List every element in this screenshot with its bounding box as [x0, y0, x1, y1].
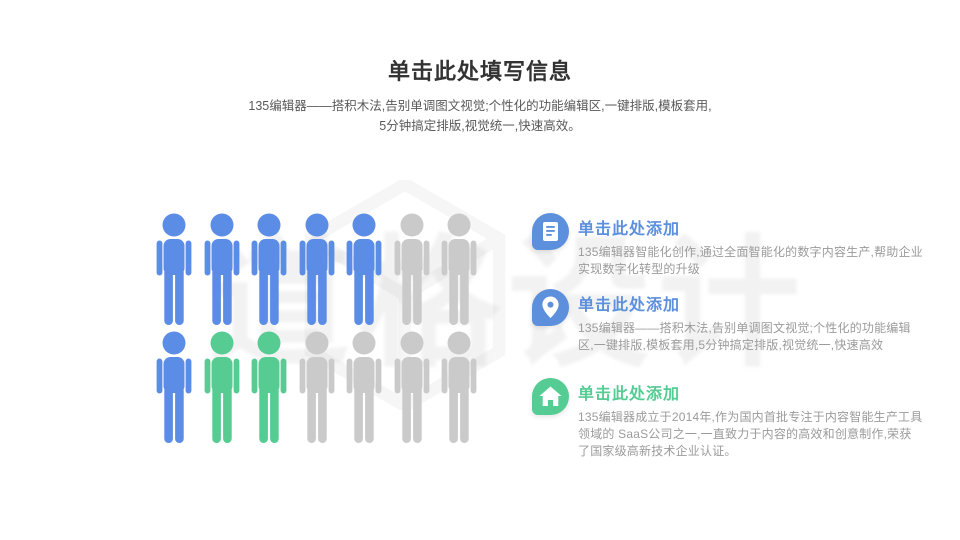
person-icon	[394, 213, 429, 325]
section-title[interactable]: 单击此处添加	[578, 386, 681, 403]
location-pin-icon	[532, 289, 569, 326]
person-icon	[441, 213, 477, 325]
section-body[interactable]: 135编辑器成立于2014年,作为国内首批专注于内容智能生产工具领域的 SaaS…	[578, 410, 923, 458]
page-title[interactable]: 单击此处填写信息	[387, 59, 572, 84]
section-body[interactable]: 135编辑器——搭积木法,告别单调图文视觉;个性化的功能编辑区,一键排版,模板套…	[578, 321, 911, 352]
person-icon	[204, 331, 239, 443]
person-icon	[156, 331, 192, 443]
people-row	[155, 213, 488, 326]
person-icon	[346, 213, 382, 325]
people-row	[155, 331, 488, 444]
info-section-2: 单击此处添加 135编辑器——搭积木法,告别单调图文视觉;个性化的功能编辑区,一…	[532, 289, 923, 354]
person-icon	[251, 331, 287, 443]
info-section-1: 单击此处添加 135编辑器智能化创作,通过全面智能化的数字内容生产,帮助企业实现…	[532, 213, 923, 278]
section-title[interactable]: 单击此处添加	[578, 297, 681, 314]
person-icon	[156, 213, 192, 325]
info-section-3: 单击此处添加 135编辑器成立于2014年,作为国内首批专注于内容智能生产工具领…	[532, 378, 923, 460]
section-title[interactable]: 单击此处添加	[578, 221, 681, 238]
person-icon	[204, 213, 239, 325]
person-icon	[346, 331, 382, 443]
person-icon	[299, 213, 334, 325]
person-icon	[394, 331, 429, 443]
person-icon	[299, 331, 334, 443]
person-icon	[441, 331, 477, 443]
people-pictogram-grid	[155, 213, 488, 444]
page-subtitle: 135编辑器——搭积木法,告别单调图文视觉;个性化的功能编辑区,一键排版,模板套…	[0, 96, 960, 136]
home-icon	[532, 378, 569, 415]
subtitle-line-1: 135编辑器——搭积木法,告别单调图文视觉;个性化的功能编辑区,一键排版,模板套…	[248, 99, 712, 113]
section-body[interactable]: 135编辑器智能化创作,通过全面智能化的数字内容生产,帮助企业实现数字化转型的升…	[578, 245, 923, 276]
subtitle-line-2: 5分钟搞定排版,视觉统一,快速高效。	[379, 119, 581, 133]
person-icon	[251, 213, 287, 325]
document-icon	[532, 213, 569, 250]
header: 单击此处填写信息 135编辑器——搭积木法,告别单调图文视觉;个性化的功能编辑区…	[0, 54, 960, 136]
